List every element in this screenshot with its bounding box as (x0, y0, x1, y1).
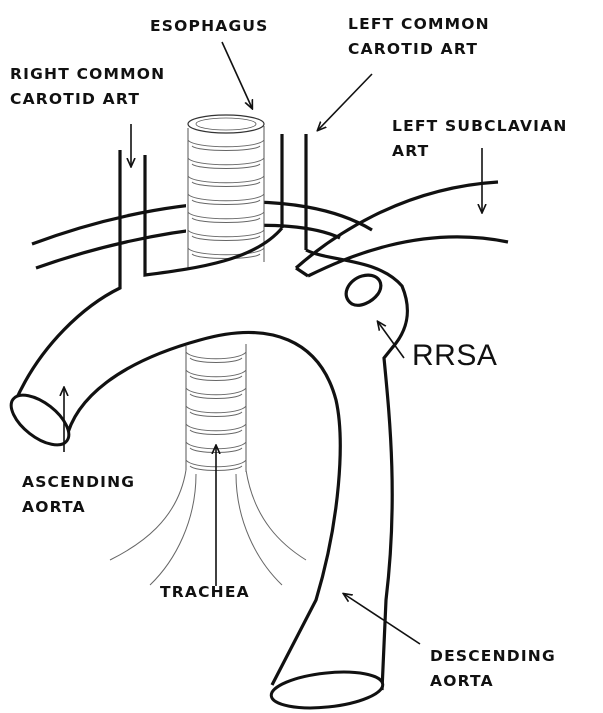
arrow-descending-aorta (344, 594, 420, 644)
label-left-subclavian-line2: ART (392, 139, 568, 164)
label-rrsa: RRSA (412, 340, 497, 372)
label-ascending-aorta-line2: AORTA (22, 495, 135, 520)
label-left-common-carotid: LEFT COMMON CAROTID ART (348, 12, 490, 62)
label-ascending-aorta-line1: ASCENDING (22, 470, 135, 495)
label-trachea-text: TRACHEA (160, 580, 250, 605)
label-right-common-carotid-line2: CAROTID ART (10, 87, 165, 112)
left-common-carotid-artery (282, 134, 306, 250)
label-left-subclavian-line1: LEFT SUBCLAVIAN (392, 114, 568, 139)
label-descending-aorta: DESCENDING AORTA (430, 644, 556, 694)
label-descending-aorta-line2: AORTA (430, 669, 556, 694)
label-esophagus-text: ESOPHAGUS (150, 14, 269, 39)
arrow-left-common-carotid (318, 74, 372, 130)
label-left-common-carotid-line1: LEFT COMMON (348, 12, 490, 37)
label-esophagus: ESOPHAGUS (150, 14, 269, 39)
label-ascending-aorta: ASCENDING AORTA (22, 470, 135, 520)
left-subclavian-artery (296, 182, 508, 276)
label-right-common-carotid: RIGHT COMMON CAROTID ART (10, 62, 165, 112)
trachea-ring (186, 370, 246, 377)
label-left-subclavian: LEFT SUBCLAVIAN ART (392, 114, 568, 164)
arrow-esophagus (222, 42, 252, 108)
trachea-ring (186, 352, 246, 359)
label-right-common-carotid-line1: RIGHT COMMON (10, 62, 165, 87)
trachea-tube (110, 344, 306, 585)
trachea-ring (186, 424, 246, 431)
label-descending-aorta-line1: DESCENDING (430, 644, 556, 669)
trachea-ring (186, 388, 246, 395)
label-trachea: TRACHEA (160, 580, 250, 605)
esophagus-tube (186, 115, 264, 270)
label-left-common-carotid-line2: CAROTID ART (348, 37, 490, 62)
trachea-ring (186, 406, 246, 413)
